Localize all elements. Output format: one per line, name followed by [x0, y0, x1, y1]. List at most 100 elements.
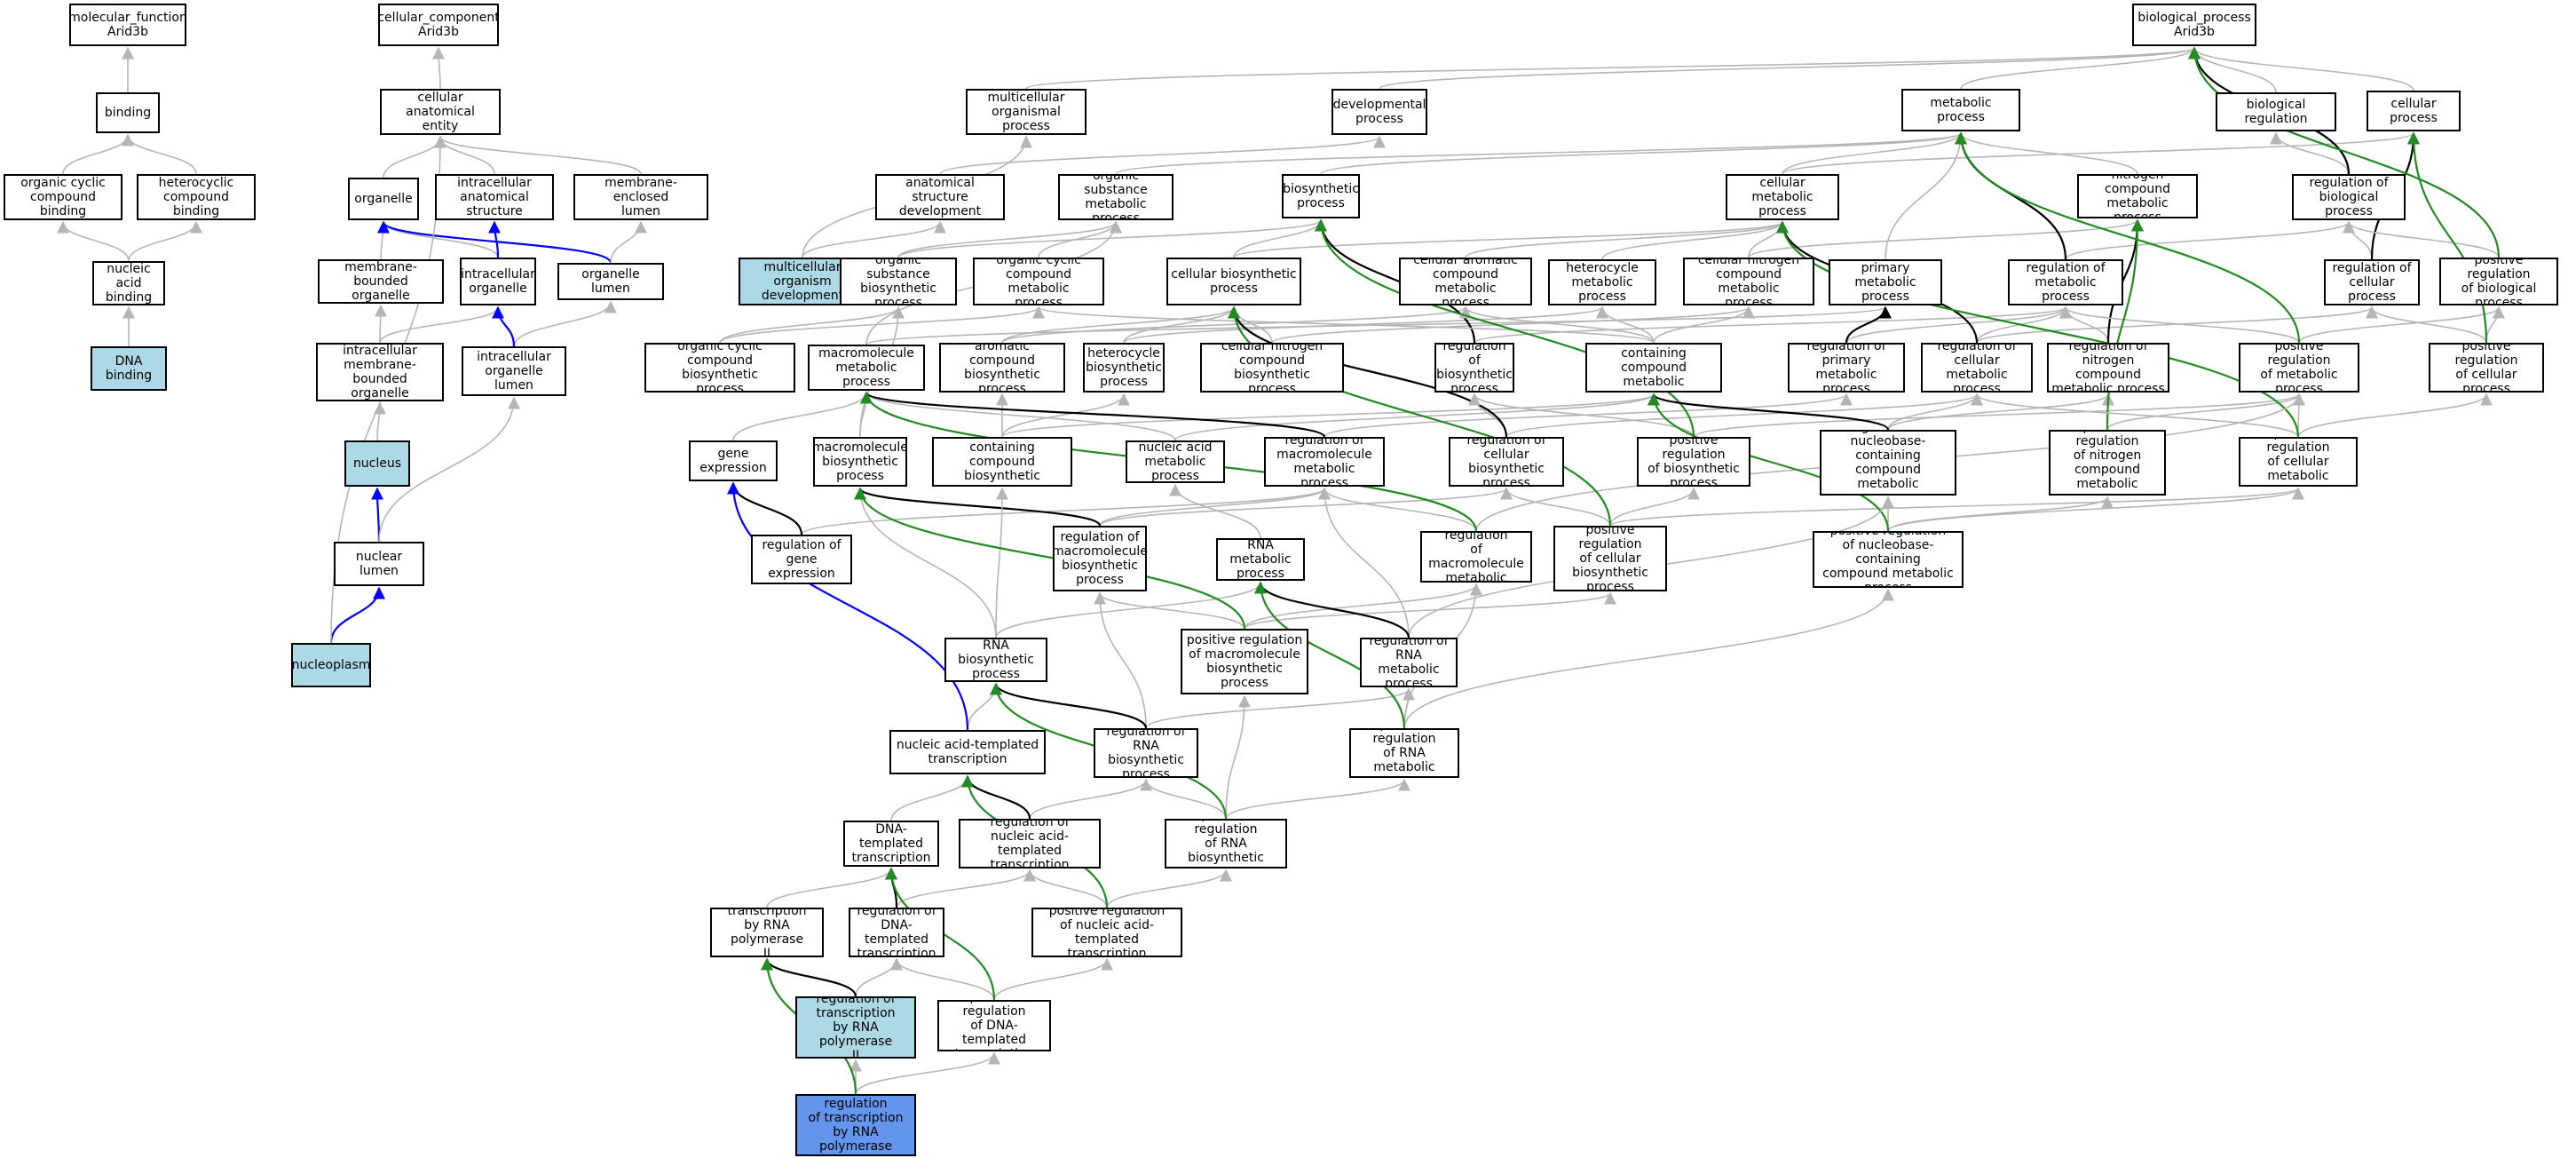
term-node-ic-org[interactable]: intracellular organelle [460, 258, 536, 305]
term-node-organelle[interactable]: organelle [348, 178, 419, 220]
term-node-reg-nitro[interactable]: regulation of nitrogen compound metaboli… [2047, 343, 2169, 393]
term-node-pos-reg-nitro[interactable]: positive regulation of nitrogen compound… [2049, 430, 2166, 496]
term-node-biosyn[interactable]: biosynthetic process [1282, 174, 1360, 218]
term-node-reg-gene-exp[interactable]: regulation of gene expression [751, 535, 852, 584]
edge-is_a-dna_templ-to-na_templ [890, 774, 974, 821]
term-node-pos-reg-tx-pol2[interactable]: positive regulation of transcription by … [795, 1094, 916, 1156]
term-node-cell-met[interactable]: cellular metabolic process [1726, 174, 1839, 220]
term-node-het-met[interactable]: heterocycle metabolic process [1548, 259, 1656, 305]
edge-is_a-org_cyc_bio-to-org_sub_bio [719, 305, 905, 344]
edge-is_a-na_met-to-macro_met [860, 391, 1176, 441]
term-node-reg-na-templ[interactable]: regulation of nucleic acid-templated tra… [959, 819, 1101, 868]
edge-regulates-reg_rna_met-to-rna_met [1254, 581, 1410, 638]
term-node-nucleoplasm[interactable]: nucleoplasm [291, 643, 371, 687]
term-node-reg-macro-bio[interactable]: regulation of macromolecule biosynthetic… [1053, 526, 1147, 591]
edge-is_a-reg_gene_exp-to-reg_macro_met [801, 487, 1331, 535]
term-node-na-templ[interactable]: nucleic acid-templated transcription [889, 730, 1046, 774]
term-node-dna-bind[interactable]: DNA binding [91, 346, 167, 391]
term-node-macro-met[interactable]: macromolecule metabolic process [808, 345, 925, 391]
term-node-na-bind[interactable]: nucleic acid binding [92, 261, 165, 305]
term-node-pos-reg-cell[interactable]: positive regulation of cellular process [2429, 343, 2544, 393]
term-node-bio-reg[interactable]: biological regulation [2216, 92, 2336, 131]
term-node-binding[interactable]: binding [96, 92, 160, 133]
term-node-nb-bio[interactable]: nucleobase-containing compound biosynthe… [932, 437, 1072, 487]
term-node-reg-dna-templ[interactable]: regulation of DNA-templated transcriptio… [849, 908, 944, 957]
term-node-reg-rna-bio[interactable]: regulation of RNA biosynthetic process [1094, 728, 1198, 778]
term-node-org-cyc-met[interactable]: organic cyclic compound metabolic proces… [973, 258, 1104, 305]
term-node-reg-macro-met[interactable]: regulation of macromolecule metabolic pr… [1264, 437, 1385, 487]
edge-is_a-bio_reg-to-bp_root [2188, 46, 2277, 93]
term-node-reg-met[interactable]: regulation of metabolic process [2008, 259, 2123, 305]
term-node-nuc-lumen[interactable]: nuclear lumen [334, 542, 424, 586]
term-node-reg-biosyn[interactable]: regulation of biosynthetic process [1434, 343, 1514, 393]
term-node-macro-bio[interactable]: macromolecule biosynthetic process [813, 437, 907, 487]
term-node-met[interactable]: metabolic process [1901, 89, 2020, 131]
term-node-pos-reg-biosyn[interactable]: positive regulation of biosynthetic proc… [1637, 437, 1750, 487]
term-node-cell-arom[interactable]: cellular aromatic compound metabolic pro… [1399, 258, 1532, 305]
edge-is_a-pos_reg_nitro-to-pos_reg_met [2106, 393, 2305, 431]
term-node-nitro-met[interactable]: nitrogen compound metabolic process [2077, 174, 2198, 218]
edge-is_a-pos_reg_met-to-pos_reg_bio [2298, 305, 2505, 344]
term-node-cell-nitro[interactable]: cellular nitrogen compound metabolic pro… [1683, 258, 1814, 305]
term-node-rna-met[interactable]: RNA metabolic process [1216, 538, 1305, 581]
term-node-anat-dev[interactable]: anatomical structure development [875, 174, 1005, 220]
term-node-memb-org[interactable]: membrane-bounded organelle [318, 259, 444, 304]
term-node-mf-root[interactable]: molecular_function Arid3b [69, 4, 186, 46]
term-node-org-sub-met[interactable]: organic substance metabolic process [1058, 174, 1173, 220]
term-node-rna-bio[interactable]: RNA biosynthetic process [944, 638, 1047, 682]
term-node-cell-anat[interactable]: cellular anatomical entity [380, 89, 501, 135]
term-node-pos-reg-rna-bio[interactable]: positive regulation of RNA biosynthetic … [1165, 819, 1287, 868]
term-node-reg-cell[interactable]: regulation of cellular process [2324, 259, 2420, 305]
term-node-nb-met[interactable]: nucleobase-containing compound metabolic… [1585, 343, 1722, 393]
edge-is_a-pos_reg_macro_bio-to-pos_reg_macro_met [1244, 583, 1482, 630]
edge-is_a-cell_proc-to-bp_root [2188, 46, 2414, 91]
term-node-multi-org[interactable]: multicellular organismal process [966, 89, 1087, 135]
term-node-cc-root[interactable]: cellular_component Arid3b [378, 4, 499, 46]
term-node-org-cyc-bind[interactable]: organic cyclic compound binding [4, 174, 122, 220]
term-node-nucleus[interactable]: nucleus [344, 440, 410, 487]
term-node-pos-reg-met[interactable]: positive regulation of metabolic process [2239, 343, 2359, 393]
term-node-org-lumen[interactable]: organelle lumen [557, 263, 664, 300]
term-node-ic-anat[interactable]: intracellular anatomical structure [435, 174, 554, 220]
term-node-prim-met[interactable]: primary metabolic process [1829, 259, 1942, 305]
term-node-het-bio[interactable]: heterocycle biosynthetic process [1083, 343, 1165, 393]
term-node-dev[interactable]: developmental process [1331, 89, 1427, 135]
edge-is_a-pos_reg_rna_bio-to-pos_reg_rna_met [1225, 778, 1410, 820]
term-node-het-bind[interactable]: heterocyclic compound binding [137, 174, 256, 220]
term-node-pos-reg-na-templ[interactable]: positive regulation of nucleic acid-temp… [1031, 908, 1182, 957]
term-node-pos-reg-macro-bio[interactable]: positive regulation of macromolecule bio… [1181, 629, 1308, 694]
edge-part_of-ic_org_lumen-to-ic_org [492, 305, 516, 347]
term-node-gene-exp[interactable]: gene expression [689, 440, 778, 481]
term-node-cell-nitro-bio[interactable]: cellular nitrogen compound biosynthetic … [1200, 343, 1344, 393]
term-node-arom-bio[interactable]: aromatic compound biosynthetic process [939, 343, 1065, 393]
term-node-cell-proc[interactable]: cellular process [2367, 91, 2461, 131]
edge-is_a-reg_rna_bio-to-reg_rna_met [1145, 687, 1415, 729]
term-node-pos-reg-dna-templ[interactable]: positive regulation of DNA-templated tra… [937, 1000, 1051, 1051]
term-node-pos-reg-cell-met[interactable]: positive regulation of cellular metaboli… [2239, 437, 2358, 487]
term-node-pos-reg-cell-bio[interactable]: positive regulation of cellular biosynth… [1553, 526, 1667, 591]
term-node-reg-prim[interactable]: regulation of primary metabolic process [1788, 343, 1905, 393]
term-node-pos-reg-rna-met[interactable]: positive regulation of RNA metabolic pro… [1349, 728, 1459, 778]
term-node-dna-templ[interactable]: DNA-templated transcription [843, 821, 939, 867]
term-node-pos-reg-bio[interactable]: positive regulation of biological proces… [2439, 258, 2558, 305]
term-node-reg-bio[interactable]: regulation of biological process [2292, 174, 2406, 220]
term-node-ic-memb-org[interactable]: intracellular membrane-bounded organelle [316, 343, 444, 401]
term-node-pos-reg-macro-met[interactable]: positive regulation of macromolecule met… [1420, 531, 1532, 583]
edge-is_a-organelle-to-cell_anat [383, 135, 446, 178]
term-node-reg-cell-met[interactable]: regulation of cellular metabolic process [1921, 343, 2033, 393]
term-node-na-met[interactable]: nucleic acid metabolic process [1126, 440, 1225, 483]
term-node-reg-cell-bio[interactable]: regulation of cellular biosynthetic proc… [1449, 437, 1564, 487]
term-node-reg-rna-met[interactable]: regulation of RNA metabolic process [1360, 638, 1458, 687]
term-node-bp-root[interactable]: biological_process Arid3b [2132, 4, 2256, 46]
term-node-memb-lumen[interactable]: membrane-enclosed lumen [573, 174, 708, 220]
term-node-org-sub-bio[interactable]: organic substance biosynthetic process [840, 258, 957, 305]
term-node-ic-org-lumen[interactable]: intracellular organelle lumen [462, 346, 566, 396]
term-node-cell-bio[interactable]: cellular biosynthetic process [1166, 258, 1301, 305]
edge-regulates-reg_tx_pol2-to-tx_pol2 [761, 957, 857, 997]
edge-is_a-pos_reg_dna_templ-to-reg_dna_templ [890, 957, 995, 1001]
term-node-tx-pol2[interactable]: transcription by RNA polymerase II [710, 908, 824, 957]
term-node-reg-tx-pol2[interactable]: regulation of transcription by RNA polym… [795, 996, 916, 1059]
term-node-org-cyc-bio[interactable]: organic cyclic compound biosynthetic pro… [644, 343, 795, 393]
term-node-pos-reg-nb-met[interactable]: positive regulation of nucleobase-contai… [1813, 531, 1964, 588]
term-node-reg-nb-met[interactable]: regulation of nucleobase-containing comp… [1820, 430, 1956, 496]
